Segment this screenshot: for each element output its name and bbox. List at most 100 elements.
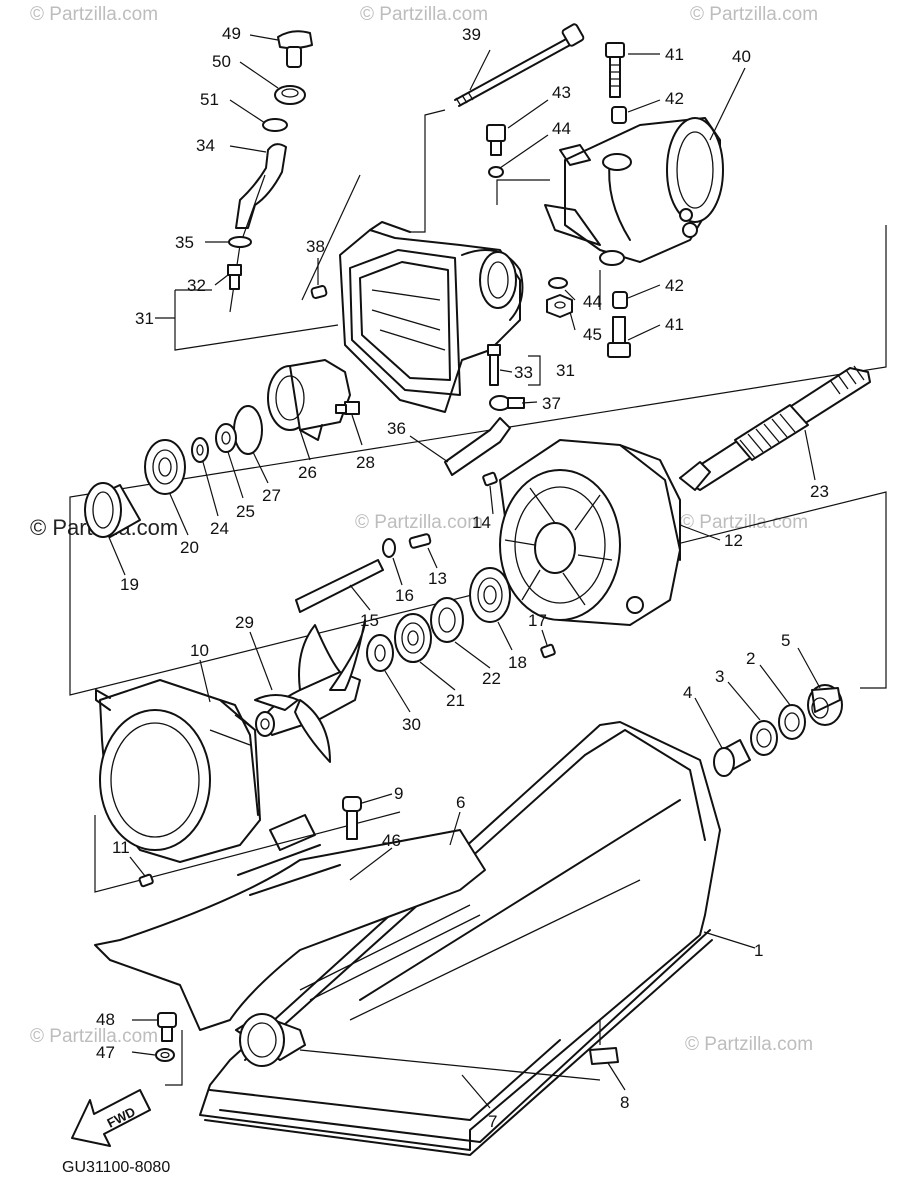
o-ring-27 <box>233 405 263 455</box>
nozzle-40 <box>544 117 724 266</box>
bearing-3 <box>750 720 778 756</box>
label-39: 39 <box>462 25 481 44</box>
label-4: 4 <box>683 683 692 702</box>
hose-34 <box>235 143 287 229</box>
bolt-32 <box>227 264 242 290</box>
label-48: 48 <box>96 1010 115 1029</box>
label-34: 34 <box>196 136 215 155</box>
drive-shaft-23 <box>679 365 871 491</box>
impeller-housing-12 <box>499 439 681 626</box>
impeller-29 <box>254 619 366 763</box>
bolt-48 <box>157 1012 177 1042</box>
washer-47 <box>155 1048 175 1062</box>
label-8: 8 <box>620 1093 629 1112</box>
watermark-top-right: © Partzilla.com <box>690 4 818 25</box>
label-18: 18 <box>508 653 527 672</box>
key-14 <box>482 471 498 487</box>
washer-24 <box>191 437 209 463</box>
label-33: 33 <box>514 363 533 382</box>
label-16: 16 <box>395 586 414 605</box>
clamp-51 <box>262 118 288 132</box>
label-2: 2 <box>746 649 755 668</box>
label-22: 22 <box>482 669 501 688</box>
cap-5 <box>807 684 843 726</box>
label-42-mid: 42 <box>665 276 684 295</box>
watermark-top-left: © Partzilla.com <box>30 4 158 25</box>
label-25: 25 <box>236 502 255 521</box>
label-26: 26 <box>298 463 317 482</box>
pin-38 <box>310 285 328 299</box>
label-5: 5 <box>781 631 790 650</box>
label-23: 23 <box>810 482 829 501</box>
clamp-35 <box>228 236 252 248</box>
shaft-tube-46 <box>94 814 486 1031</box>
label-45: 45 <box>583 325 602 344</box>
watermark-mid-right: © Partzilla.com <box>680 512 808 533</box>
label-50: 50 <box>212 52 231 71</box>
fitting-37 <box>489 395 525 411</box>
sleeve-19 <box>84 482 141 538</box>
label-6: 6 <box>456 793 465 812</box>
bolt-13 <box>408 533 432 549</box>
label-46: 46 <box>382 831 401 850</box>
label-3: 3 <box>715 667 724 686</box>
label-7: 7 <box>488 1112 497 1131</box>
label-13: 13 <box>428 569 447 588</box>
label-49: 49 <box>222 24 241 43</box>
group-bracket-31 <box>174 290 339 351</box>
part-labels: 49 50 51 34 35 32 31 38 39 43 44 41 42 4… <box>96 24 829 1131</box>
label-51: 51 <box>200 90 219 109</box>
label-41-top: 41 <box>665 45 684 64</box>
duct-26 <box>267 359 351 441</box>
clip-16 <box>382 538 396 558</box>
bolt-9 <box>342 796 362 840</box>
label-21: 21 <box>446 691 465 710</box>
label-47: 47 <box>96 1043 115 1062</box>
bearing-18 <box>469 567 511 623</box>
diagram-code: GU31100-8080 <box>62 1159 170 1176</box>
label-35: 35 <box>175 233 194 252</box>
label-11: 11 <box>112 838 130 857</box>
bolt-41-top <box>605 42 625 98</box>
label-38: 38 <box>306 237 325 256</box>
label-20: 20 <box>180 538 199 557</box>
bolt-43 <box>486 124 506 156</box>
label-41-mid: 41 <box>665 315 684 334</box>
label-10: 10 <box>190 641 209 660</box>
pin-11 <box>138 873 154 888</box>
label-31-left: 31 <box>135 309 154 328</box>
washer-44-top <box>488 166 504 178</box>
label-17: 17 <box>528 611 547 630</box>
label-42-top: 42 <box>665 89 684 108</box>
label-30: 30 <box>402 715 421 734</box>
plate-8 <box>589 1047 619 1065</box>
collar-42-top <box>611 106 627 124</box>
label-9: 9 <box>394 784 403 803</box>
label-29: 29 <box>235 613 254 632</box>
label-24: 24 <box>210 519 229 538</box>
nut-25 <box>215 423 237 453</box>
cap-49 <box>277 30 313 68</box>
label-28: 28 <box>356 453 375 472</box>
hose-36 <box>444 417 511 476</box>
label-15: 15 <box>360 611 379 630</box>
label-32: 32 <box>187 276 206 295</box>
bushing-4 <box>713 739 751 777</box>
watermark-bottom-right: © Partzilla.com <box>685 1034 813 1055</box>
label-14: 14 <box>472 513 491 532</box>
seal-21 <box>394 613 432 663</box>
label-1: 1 <box>754 941 763 960</box>
label-40: 40 <box>732 47 751 66</box>
label-31-right: 31 <box>556 361 575 380</box>
rod-15 <box>295 559 384 613</box>
nut-45 <box>546 294 573 318</box>
washer-44-mid <box>548 277 568 289</box>
grate-7 <box>209 1039 561 1121</box>
watermark-bottom-left: © Partzilla.com <box>30 1026 158 1047</box>
label-19: 19 <box>120 575 139 594</box>
liner-housing-10 <box>95 679 261 863</box>
bolt-41-mid <box>607 316 631 358</box>
label-44-mid: 44 <box>583 292 602 311</box>
